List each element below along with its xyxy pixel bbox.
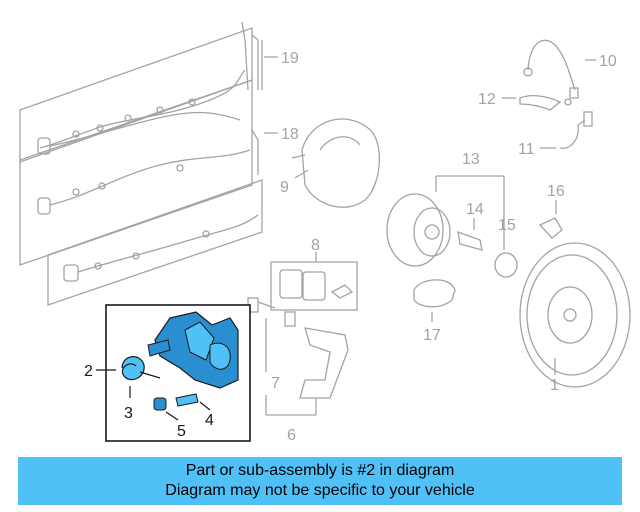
sensor-wire-panel-18 bbox=[19, 79, 259, 266]
brake-hose-10 bbox=[523, 39, 596, 99]
wheel-sensor-16 bbox=[538, 200, 563, 239]
dust-cap-15 bbox=[494, 200, 518, 278]
bleeder-cap-5[interactable] bbox=[153, 397, 179, 421]
callout-3: 3 bbox=[124, 405, 133, 422]
banner-line-2: Diagram may not be specific to your vehi… bbox=[165, 482, 475, 499]
callout-14: 14 bbox=[466, 201, 484, 218]
callout-11: 11 bbox=[518, 141, 535, 158]
banner-line-1: Part or sub-assembly is #2 in diagram bbox=[185, 462, 455, 479]
callout-8: 8 bbox=[311, 237, 320, 254]
brake-rotor-1 bbox=[519, 242, 631, 388]
hose-clip-12 bbox=[502, 95, 572, 111]
sensor-wire-panel-19 bbox=[19, 21, 263, 163]
wheel-hub-13 bbox=[386, 175, 505, 267]
shim-17 bbox=[413, 279, 456, 322]
callout-4: 4 bbox=[205, 412, 214, 429]
callout-12: 12 bbox=[478, 91, 496, 108]
guide-pins-7 bbox=[247, 297, 316, 416]
spring-3[interactable] bbox=[121, 356, 161, 398]
brake-line-11 bbox=[540, 111, 593, 149]
callout-17: 17 bbox=[423, 327, 441, 344]
callout-16: 16 bbox=[547, 183, 565, 200]
callout-9: 9 bbox=[280, 179, 289, 196]
callout-1: 1 bbox=[550, 377, 559, 394]
callout-7: 7 bbox=[271, 375, 280, 392]
caliper-assembly-2[interactable] bbox=[96, 304, 251, 442]
callout-10: 10 bbox=[599, 53, 617, 70]
hub-bolt-14 bbox=[457, 218, 483, 251]
backing-plate-9 bbox=[291, 118, 380, 208]
bleeder-screw-4[interactable] bbox=[175, 393, 211, 411]
caliper-carrier-6 bbox=[299, 327, 349, 415]
brake-pads-8 bbox=[270, 252, 358, 311]
sensor-wire-panel-lower bbox=[47, 179, 263, 306]
callout-15: 15 bbox=[498, 217, 516, 234]
callout-13: 13 bbox=[462, 151, 480, 168]
callout-19: 19 bbox=[281, 50, 299, 67]
callout-18: 18 bbox=[281, 126, 299, 143]
info-banner: Part or sub-assembly is #2 in diagram Di… bbox=[18, 457, 622, 505]
callout-5: 5 bbox=[177, 423, 186, 440]
callout-2: 2 bbox=[84, 363, 93, 380]
parts-diagram: 19 18 10 12 11 9 13 16 14 15 8 17 1 7 6 … bbox=[19, 21, 631, 444]
callout-6: 6 bbox=[287, 427, 296, 444]
